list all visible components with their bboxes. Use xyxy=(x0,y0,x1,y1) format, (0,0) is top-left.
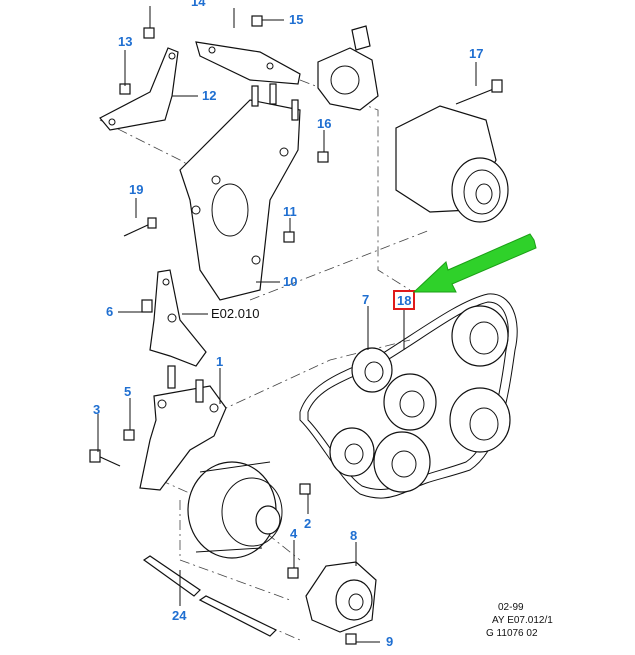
callouts: 14 15 13 12 17 16 19 11 10 6 E02.010 7 1… xyxy=(93,0,483,649)
callout-7[interactable]: 7 xyxy=(362,292,369,307)
reference-label: E02.010 xyxy=(211,306,259,321)
bolts xyxy=(89,15,503,645)
support-bracket[interactable] xyxy=(149,269,207,367)
callout-3[interactable]: 3 xyxy=(93,402,100,417)
pointer-arrow xyxy=(412,233,537,293)
callout-13[interactable]: 13 xyxy=(118,34,132,49)
idler-pulley[interactable] xyxy=(351,347,393,393)
callout-8[interactable]: 8 xyxy=(350,528,357,543)
bracket-12[interactable] xyxy=(99,47,179,131)
strap-link[interactable] xyxy=(142,555,278,637)
mounting-bracket[interactable] xyxy=(179,83,301,301)
alternator-bracket[interactable] xyxy=(139,365,227,491)
callout-12[interactable]: 12 xyxy=(202,88,216,103)
footer-ref2: G 11076 02 xyxy=(486,628,538,639)
footer-refs: 02-99 AY E07.012/1 G 11076 02 xyxy=(486,602,553,639)
power-steering-pump[interactable] xyxy=(317,25,379,111)
highlight-box-18 xyxy=(393,290,415,310)
callout-15[interactable]: 15 xyxy=(289,12,303,27)
callout-14[interactable]: 14 xyxy=(191,0,206,9)
alternator[interactable] xyxy=(187,461,283,559)
top-bracket[interactable] xyxy=(195,41,301,85)
footer-date: 02-99 xyxy=(498,602,524,613)
callout-6[interactable]: 6 xyxy=(106,304,113,319)
leader-lines xyxy=(97,6,477,643)
callout-10[interactable]: 10 xyxy=(283,274,297,289)
callout-17[interactable]: 17 xyxy=(469,46,483,61)
callout-2[interactable]: 2 xyxy=(304,516,311,531)
belt-pulleys[interactable] xyxy=(329,305,511,493)
ac-compressor[interactable] xyxy=(395,105,509,223)
belt-tensioner[interactable] xyxy=(305,561,377,633)
footer-ref1: AY E07.012/1 xyxy=(492,615,553,626)
callout-19[interactable]: 19 xyxy=(129,182,143,197)
callout-24[interactable]: 24 xyxy=(172,608,187,623)
callout-11[interactable]: 11 xyxy=(283,204,297,219)
callout-5[interactable]: 5 xyxy=(124,384,131,399)
callout-4[interactable]: 4 xyxy=(290,526,298,541)
callout-1[interactable]: 1 xyxy=(216,354,223,369)
callout-9[interactable]: 9 xyxy=(386,634,393,649)
callout-18[interactable]: 18 xyxy=(397,293,411,308)
callout-16[interactable]: 16 xyxy=(317,116,331,131)
